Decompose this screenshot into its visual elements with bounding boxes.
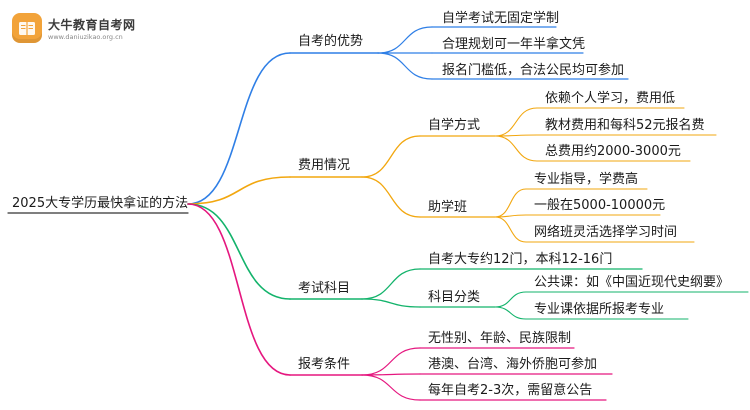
leaf-self-study-2: 教材费用和每科52元报名费 — [545, 118, 705, 133]
connector-root-requirements — [187, 203, 291, 376]
branch-requirements: 报考条件 — [298, 357, 351, 372]
root-topic: 2025大专学历最快拿证的方法 — [12, 196, 189, 211]
leaf-tutoring-2: 一般在5000-10000元 — [534, 198, 666, 213]
leaf-self-study-1: 依赖个人学习，费用低 — [545, 91, 676, 106]
connector-advantage-3 — [377, 52, 433, 80]
connector-subjects-categories — [361, 298, 421, 308]
connector-requirement-2 — [361, 373, 421, 376]
connector-selfstudy-3 — [494, 135, 538, 162]
leaf-subject-count: 自考大专约12门，本科12-16门 — [428, 252, 613, 267]
leaf-tutoring-3: 网络班灵活选择学习时间 — [534, 225, 678, 240]
sub-self-study: 自学方式 — [428, 118, 481, 133]
connector-costs-selfstudy — [361, 135, 421, 178]
connector-categories-major — [494, 306, 527, 320]
connector-selfstudy-1 — [494, 107, 538, 137]
sub-subject-categories: 科目分类 — [428, 290, 481, 305]
leaf-requirement-2: 港澳、台湾、海外侨胞可参加 — [428, 357, 598, 372]
leaf-requirement-3: 每年自考2-3次，需留意公告 — [428, 383, 593, 398]
connector-root-subjects — [187, 203, 291, 300]
connector-subjects-count — [361, 268, 421, 300]
connector-advantage-1 — [377, 26, 433, 54]
leaf-advantage-2: 合理规划可一年半拿文凭 — [442, 37, 586, 52]
connector-tutoring-1 — [494, 188, 527, 218]
logo-url: www.daniuzikao.org.cn — [48, 33, 123, 41]
branch-costs: 费用情况 — [298, 158, 351, 173]
leaf-public-course: 公共课：如《中国近现代史纲要》 — [534, 275, 730, 290]
connector-root-advantages — [187, 52, 291, 205]
leaf-self-study-3: 总费用约2000-3000元 — [545, 144, 681, 159]
leaf-requirement-1: 无性别、年龄、民族限制 — [428, 331, 572, 346]
connector-categories-public — [494, 291, 527, 308]
connector-costs-tutoring — [361, 176, 421, 218]
leaf-major-course: 专业课依据所报考专业 — [534, 302, 665, 317]
connector-requirement-1 — [361, 347, 421, 376]
branch-subjects: 考试科目 — [298, 281, 351, 296]
site-logo: 大牛教育自考网 www.daniuzikao.org.cn — [8, 9, 148, 49]
connector-tutoring-3 — [494, 216, 527, 243]
leaf-advantage-3: 报名门槛低，合法公民均可参加 — [442, 63, 625, 78]
logo-title: 大牛教育自考网 — [48, 18, 136, 32]
branch-advantages: 自考的优势 — [298, 34, 364, 49]
leaf-tutoring-1: 专业指导，学费高 — [534, 172, 639, 187]
connector-root-costs — [187, 176, 291, 205]
leaf-advantage-1: 自学考试无固定学制 — [442, 11, 560, 26]
sub-tutoring-class: 助学班 — [428, 200, 468, 215]
book-icon — [12, 13, 42, 43]
connector-requirement-3 — [361, 374, 421, 401]
